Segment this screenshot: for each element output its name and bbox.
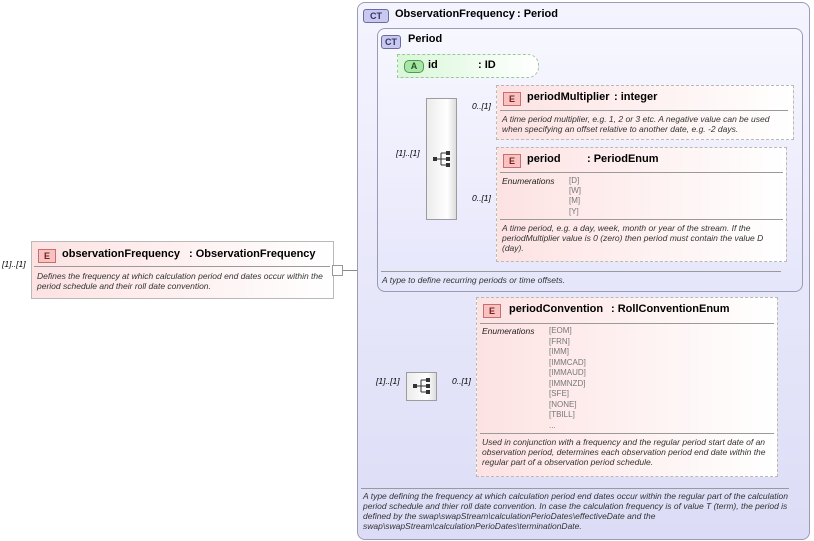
divider [34, 266, 330, 267]
outer-type-name: ObservationFrequency [395, 8, 515, 20]
enum-value: [TBILL] [549, 410, 575, 419]
element-badge: E [38, 249, 56, 263]
attribute-name: id [428, 59, 438, 71]
enum-value: ... [549, 421, 556, 430]
outer-sequence-compositor[interactable] [406, 372, 437, 401]
root-element-type: : ObservationFrequency [189, 248, 316, 260]
divider [480, 433, 774, 434]
convention-description: Used in conjunction with a frequency and… [482, 437, 766, 467]
period-description: A time period, e.g. a day, week, month o… [502, 223, 764, 253]
complex-type-badge: CT [363, 9, 389, 23]
enum-value: [IMM] [549, 347, 569, 356]
enum-value: [NONE] [549, 400, 577, 409]
attribute-id[interactable]: A id : ID [397, 54, 539, 78]
sequence-icon [433, 151, 450, 167]
root-element-box[interactable]: E observationFrequency : ObservationFreq… [31, 241, 334, 299]
enum-value: [IMMNZD] [549, 379, 586, 388]
outer-type-description: A type defining the frequency at which c… [363, 491, 788, 531]
period-convention-element[interactable]: E periodConvention : RollConventionEnum … [476, 297, 778, 477]
enum-value: [D] [569, 176, 580, 185]
divider [500, 172, 783, 173]
inner-type-description: A type to define recurring periods or ti… [382, 275, 565, 285]
outer-sequence-cardinality: [1]..[1] [376, 376, 400, 386]
divider [381, 271, 781, 272]
element-badge: E [483, 304, 501, 318]
enum-value: [IMMAUD] [549, 368, 586, 377]
connector-root-to-type [342, 270, 366, 271]
sequence-compositor[interactable] [426, 98, 457, 220]
period-multiplier-element[interactable]: E periodMultiplier : integer A time peri… [496, 85, 794, 140]
element-badge: E [503, 92, 521, 106]
element-badge: E [503, 154, 521, 168]
enum-value: [EOM] [549, 326, 572, 335]
multiplier-cardinality: 0..[1] [472, 101, 491, 111]
root-element-name: observationFrequency [62, 248, 180, 260]
enumerations-label: Enumerations [482, 326, 535, 336]
enumerations-label: Enumerations [502, 176, 555, 186]
period-name: period [527, 153, 561, 165]
divider [361, 488, 789, 489]
enum-value: [M] [569, 196, 581, 205]
enum-value: [IMMCAD] [549, 358, 586, 367]
convention-cardinality: 0..[1] [452, 376, 471, 386]
enum-value: [SFE] [549, 389, 570, 398]
outer-type-base: : Period [517, 8, 558, 20]
divider [480, 323, 774, 324]
collapse-toggle[interactable] [332, 265, 343, 276]
attribute-badge: A [404, 60, 424, 73]
enum-value: [W] [569, 186, 581, 195]
enum-value: [Y] [569, 207, 579, 216]
divider [500, 219, 783, 220]
convention-type: : RollConventionEnum [611, 303, 730, 315]
period-cardinality: 0..[1] [472, 193, 491, 203]
complex-type-badge: CT [381, 35, 401, 49]
inner-type-name: Period [408, 33, 443, 45]
period-type: : PeriodEnum [587, 153, 659, 165]
root-cardinality: [1]..[1] [2, 259, 26, 269]
convention-name: periodConvention [509, 303, 604, 315]
multiplier-name: periodMultiplier [527, 91, 610, 103]
multiplier-type: : integer [614, 91, 658, 103]
root-element-description: Defines the frequency at which calculati… [37, 271, 323, 291]
sequence-icon [413, 378, 430, 394]
enum-value: [FRN] [549, 337, 570, 346]
divider [500, 110, 788, 111]
period-element[interactable]: E period : PeriodEnum Enumerations [D] [… [496, 147, 787, 262]
multiplier-description: A time period multiplier, e.g. 1, 2 or 3… [502, 114, 770, 134]
attribute-type: : ID [478, 59, 496, 71]
sequence-cardinality: [1]..[1] [396, 148, 420, 158]
